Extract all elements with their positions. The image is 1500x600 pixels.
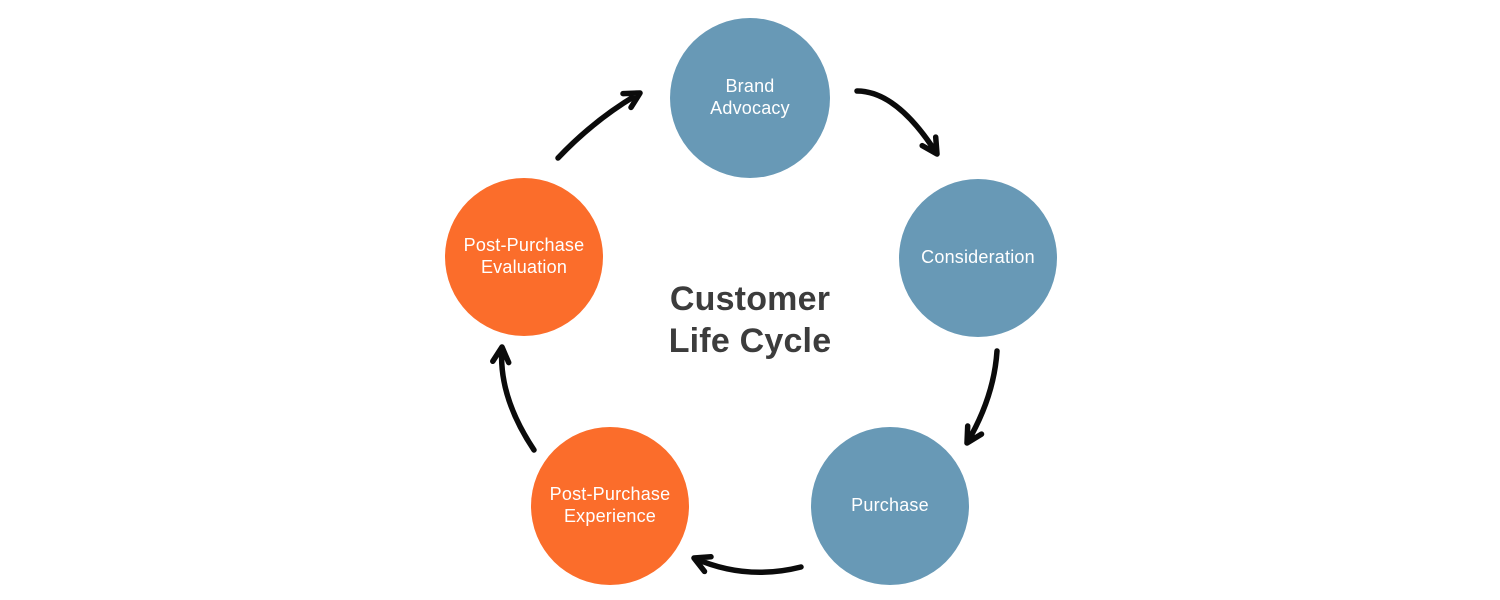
arrow-post-purchase-experience-to-post-purchase-evaluation <box>490 344 537 453</box>
diagram-title-line-2: Life Cycle <box>668 322 832 360</box>
arrow-purchase-to-post-purchase-experience <box>691 554 804 576</box>
node-consideration: Consideration <box>899 179 1057 337</box>
node-label-purchase: Purchase <box>851 495 929 516</box>
node-label-consideration: Consideration <box>921 247 1035 268</box>
arrow-consideration-to-purchase <box>964 348 1000 446</box>
diagram-title-line-1: Customer <box>669 279 831 318</box>
node-purchase: Purchase <box>811 427 969 585</box>
diagram-title: Customer Life Cycle <box>669 278 832 362</box>
arrow-brand-advocacy-to-consideration <box>854 88 940 157</box>
arrow-post-purchase-evaluation-to-brand-advocacy <box>555 90 643 161</box>
